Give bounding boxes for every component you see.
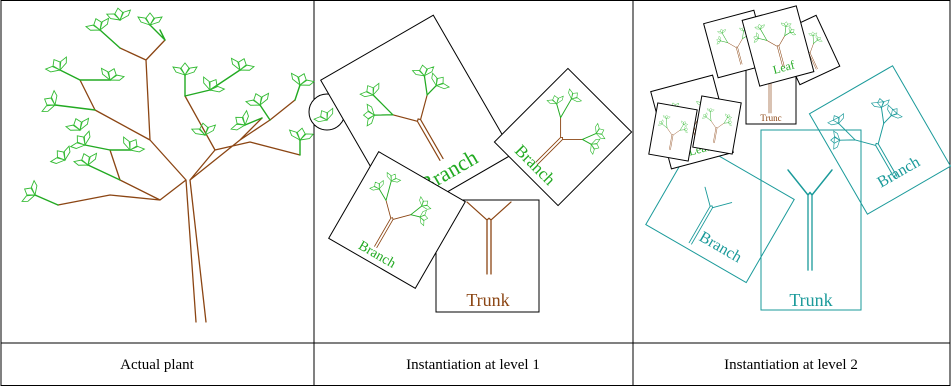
level2-leaf-b-label: Leaf [771,58,796,77]
level2-branch-left-label: Branch [696,229,745,267]
level1-trunk-label: Trunk [466,290,509,310]
level2-drawing: Trunk Branch Branch Trunc Leaf [645,5,951,311]
level2-branch-right-box [808,65,951,215]
level2-leaf-box-b [741,5,815,87]
caption-level-2: Instantiation at level 2 [724,357,858,373]
level1-branch-left-box [328,151,466,289]
level1-branch-top-box [320,14,514,220]
level2-branch-right-label: Branch [874,154,923,192]
level1-branch-right-box [493,67,633,207]
caption-level-1: Instantiation at level 1 [406,357,540,373]
level2-branch-left-box [645,140,795,284]
level2-leaf-box-d [692,95,742,155]
actual-plant-drawing [18,5,316,323]
level2-trunk-box [760,129,862,311]
level2-trunk-label: Trunk [789,290,832,310]
level2-leaf-box-c [648,102,698,162]
caption-actual-plant: Actual plant [120,357,195,373]
level2-trunc-label: Trunc [760,113,781,123]
level1-drawing: Trunk Branch Branch Branch [308,14,633,313]
